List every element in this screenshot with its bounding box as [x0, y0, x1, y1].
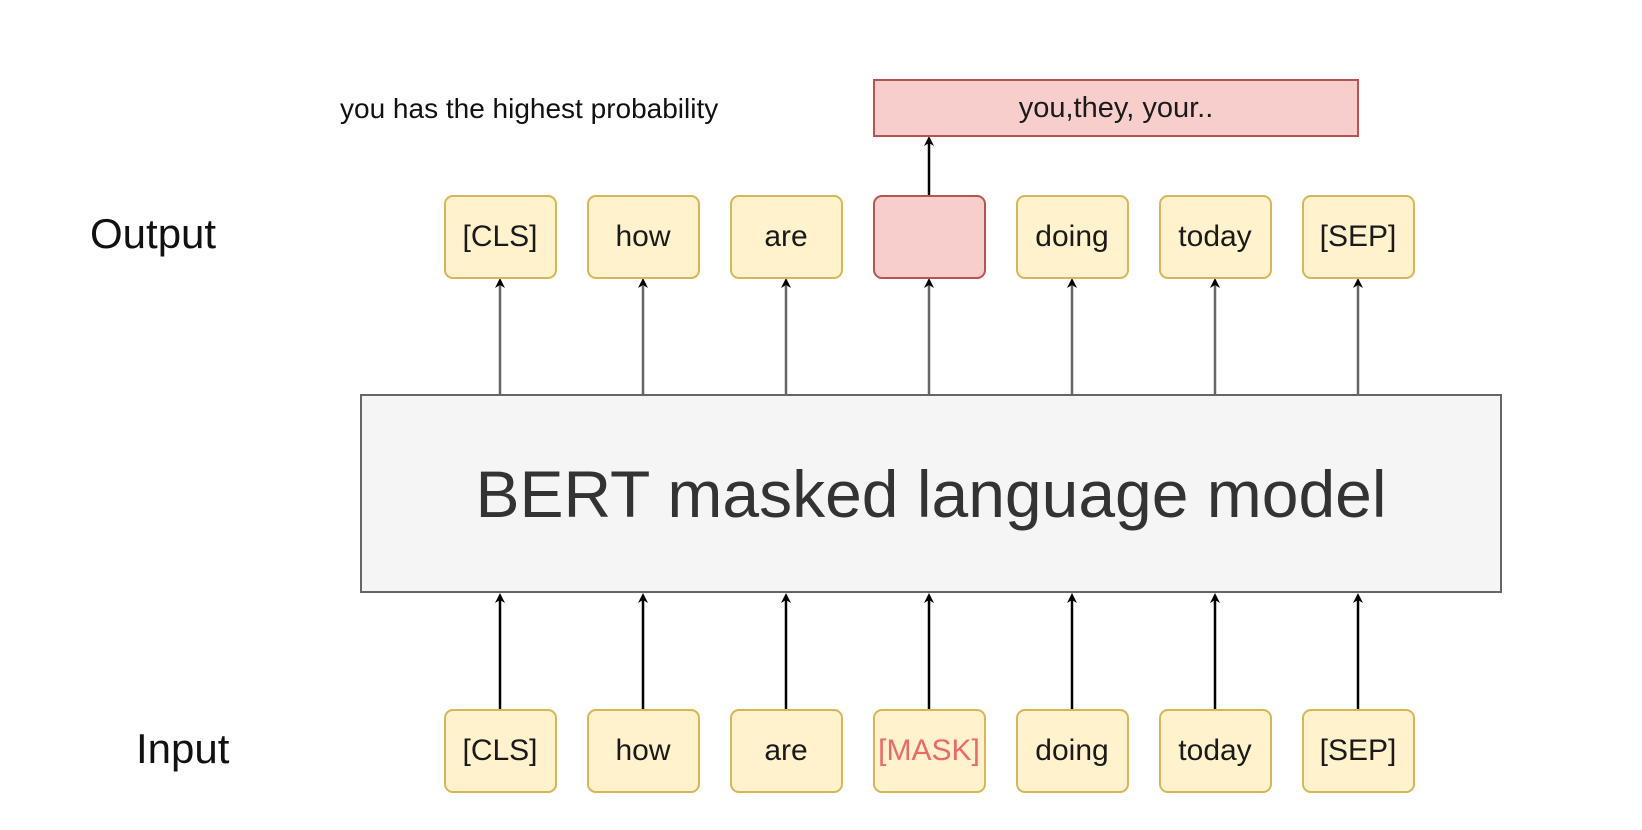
input-token-today: today — [1158, 709, 1272, 793]
input-token-how: how — [586, 709, 700, 793]
output-token-label: [SEP] — [1319, 220, 1397, 253]
bert-model-box: BERT masked language model — [360, 394, 1502, 593]
output-token-today: today — [1158, 195, 1272, 279]
output-token-blank-3 — [872, 195, 986, 279]
input-token-cls: [CLS] — [443, 709, 557, 793]
output-row-label: Output — [90, 210, 217, 257]
output-token-label: are — [764, 220, 808, 253]
input-token-label: how — [615, 734, 671, 767]
output-token-are: are — [729, 195, 843, 279]
input-token-sep: [SEP] — [1301, 709, 1415, 793]
input-token-label: [SEP] — [1319, 734, 1397, 767]
input-token-doing: doing — [1015, 709, 1129, 793]
prediction-box: you,they, your.. — [873, 79, 1359, 137]
input-token-label: [CLS] — [462, 734, 538, 767]
output-token-label: how — [615, 220, 671, 253]
output-token-cls: [CLS] — [443, 195, 557, 279]
input-token-mask: [MASK] — [872, 709, 986, 793]
input-token-label: [MASK] — [878, 734, 980, 767]
input-token-label: today — [1178, 734, 1252, 767]
input-token-are: are — [729, 709, 843, 793]
output-token-sep: [SEP] — [1301, 195, 1415, 279]
input-row-label: Input — [136, 725, 230, 772]
output-token-how: how — [586, 195, 700, 279]
input-token-label: are — [764, 734, 808, 767]
output-token-label: [CLS] — [462, 220, 538, 253]
output-token-label: today — [1178, 220, 1252, 253]
output-token-label: doing — [1035, 220, 1109, 253]
probability-note: you has the highest probability — [340, 93, 719, 124]
output-token-doing: doing — [1015, 195, 1129, 279]
input-token-label: doing — [1035, 734, 1109, 767]
